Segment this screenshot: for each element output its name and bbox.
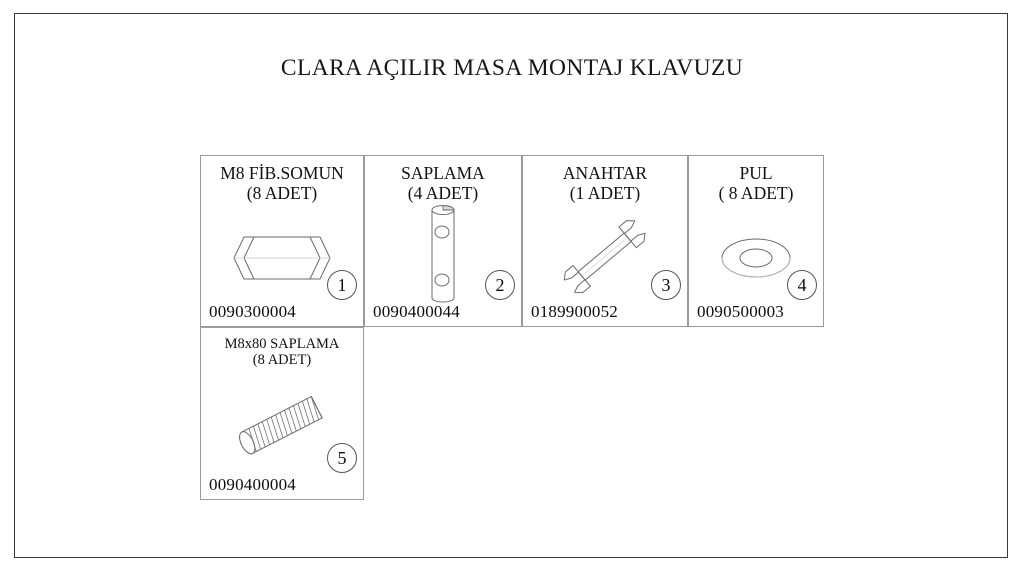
parts-cell-4: PUL ( 8 ADET) 0090500003 4	[688, 155, 824, 327]
part-code-4: 0090500003	[697, 302, 784, 321]
part-title-2: SAPLAMA (4 ADET)	[401, 163, 485, 203]
washer-icon	[689, 222, 823, 294]
part-index-4: 4	[787, 270, 817, 300]
part-code-2: 0090400044	[373, 302, 460, 321]
part-code-3: 0189900052	[531, 302, 618, 321]
parts-cell-5: M8x80 SAPLAMA (8 ADET) 0090400004 5	[200, 327, 364, 500]
page-title: CLARA AÇILIR MASA MONTAJ KLAVUZU	[280, 55, 744, 81]
part-index-1: 1	[327, 270, 357, 300]
part-index-5: 5	[327, 443, 357, 473]
part-title-5: M8x80 SAPLAMA (8 ADET)	[224, 336, 340, 369]
dowel-rod-icon	[365, 200, 521, 308]
hex-nut-icon	[201, 222, 363, 294]
part-title-1: M8 FİB.SOMUN (8 ADET)	[220, 163, 344, 203]
part-code-5: 0090400004	[209, 475, 296, 494]
part-index-3: 3	[651, 270, 681, 300]
parts-cell-3: ANAHTAR (1 ADET) 0189900052 3	[522, 155, 688, 327]
part-code-1: 0090300004	[209, 302, 296, 321]
part-title-3: ANAHTAR (1 ADET)	[562, 163, 648, 203]
part-title-4: PUL ( 8 ADET)	[718, 163, 794, 203]
wrench-icon	[523, 214, 687, 300]
part-index-2: 2	[485, 270, 515, 300]
threaded-stud-icon	[201, 384, 363, 466]
parts-cell-1: M8 FİB.SOMUN (8 ADET) 0090300004 1	[200, 155, 364, 327]
parts-cell-2: SAPLAMA (4 ADET) 0090400044 2	[364, 155, 522, 327]
